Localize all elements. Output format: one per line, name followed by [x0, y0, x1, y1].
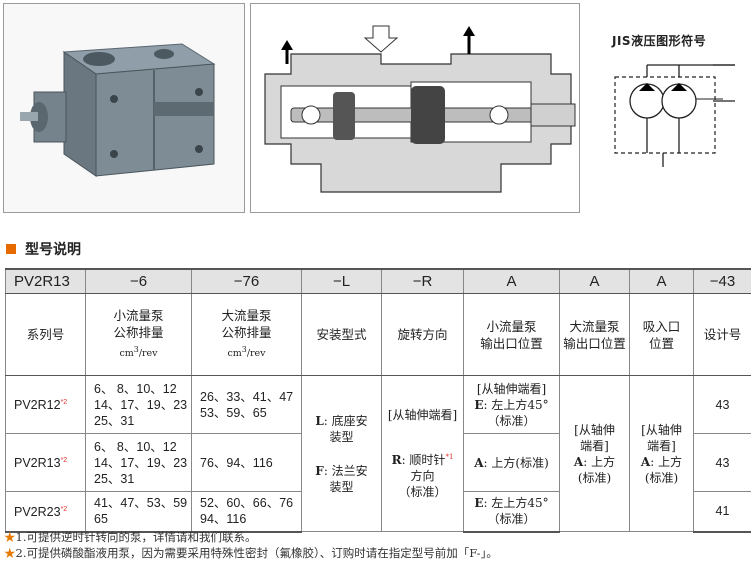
pump-photo — [3, 3, 245, 213]
mounting-cell: L: 底座安 装型 F: 法兰安 装型 — [301, 375, 382, 532]
small-outlet-cell: [从轴伸端看] E: 左上方45° （标准） — [463, 375, 560, 434]
code-series: PV2R13 — [5, 268, 86, 294]
model-spec-table: PV2R13 −6 −76 −L −R A A A −43 系列号 小流量泵 公… — [5, 268, 751, 533]
small-outlet-cell: E: 左上方45° （标准） — [463, 491, 560, 533]
code-inlet: A — [629, 268, 694, 294]
header-series: 系列号 — [5, 293, 86, 376]
design-cell: 41 — [693, 491, 751, 533]
section-title: 型号说明 — [25, 242, 81, 258]
header-small-disp-line2: 公称排量 — [113, 324, 164, 340]
large-outlet-cell: [从轴伸 端看] A: 上方 (标准) — [559, 375, 630, 532]
model-cell: PV2R23*2 — [5, 491, 86, 533]
code-large-disp: −76 — [191, 268, 302, 294]
inlet-cell: [从轴伸 端看] A: 上方 (标准) — [629, 375, 694, 532]
rotation-cell: [从轴伸端看] R: 顺时针*1 方向 （标准） — [381, 375, 464, 532]
header-row: 系列号 小流量泵 公称排量 cm3/rev 大流量泵 公称排量 cm3/rev … — [5, 293, 751, 376]
code-rotation: −R — [381, 268, 464, 294]
heading-square-icon — [6, 244, 16, 254]
small-outlet-cell: A: 上方(标准) — [463, 433, 560, 492]
code-row: PV2R13 −6 −76 −L −R A A A −43 — [5, 268, 751, 294]
model-cell: PV2R13*2 — [5, 433, 86, 492]
footnotes: ★1.可提供逆时针转向的泵，详情请和我们联系。 ★2.可提供磷酸酯液用泵，因为需… — [4, 526, 498, 564]
section-heading: 型号说明 — [6, 240, 81, 258]
header-large-disp-line2: 公称排量 — [221, 324, 272, 340]
design-cell: 43 — [693, 433, 751, 492]
header-rotation: 旋转方向 — [381, 293, 464, 376]
header-large-disp: 大流量泵 公称排量 cm3/rev — [191, 293, 302, 376]
header-small-outlet: 小流量泵输出口位置 — [463, 293, 560, 376]
header-design: 设计号 — [693, 293, 751, 376]
symbol-title: JIS液压图形符号 — [612, 34, 707, 48]
design-cell: 43 — [693, 375, 751, 434]
header-small-disp-line1: 小流量泵 — [113, 307, 164, 323]
header-large-outlet: 大流量泵输出口位置 — [559, 293, 630, 376]
cross-section-drawing — [250, 3, 580, 213]
header-mounting: 安装型式 — [301, 293, 382, 376]
header-small-disp: 小流量泵 公称排量 cm3/rev — [85, 293, 192, 376]
code-mounting: −L — [301, 268, 382, 294]
hydraulic-symbol-diagram — [605, 55, 745, 175]
model-cell: PV2R12*2 — [5, 375, 86, 434]
header-inlet: 吸入口位置 — [629, 293, 694, 376]
code-design: −43 — [693, 268, 751, 294]
footnote-2: ★2.可提供磷酸酯液用泵，因为需要采用特殊性密封（氟橡胶）、订购时请在指定型号前… — [4, 546, 498, 560]
code-large-outlet: A — [559, 268, 630, 294]
large-disp-cell: 76、94、116 — [191, 433, 302, 492]
header-large-disp-unit: cm3/rev — [227, 344, 266, 360]
footnote-1: ★1.可提供逆时针转向的泵，详情请和我们联系。 — [4, 530, 257, 544]
code-small-outlet: A — [463, 268, 560, 294]
header-large-disp-line1: 大流量泵 — [221, 307, 272, 323]
code-small-disp: −6 — [85, 268, 192, 294]
header-small-disp-unit: cm3/rev — [119, 344, 158, 360]
